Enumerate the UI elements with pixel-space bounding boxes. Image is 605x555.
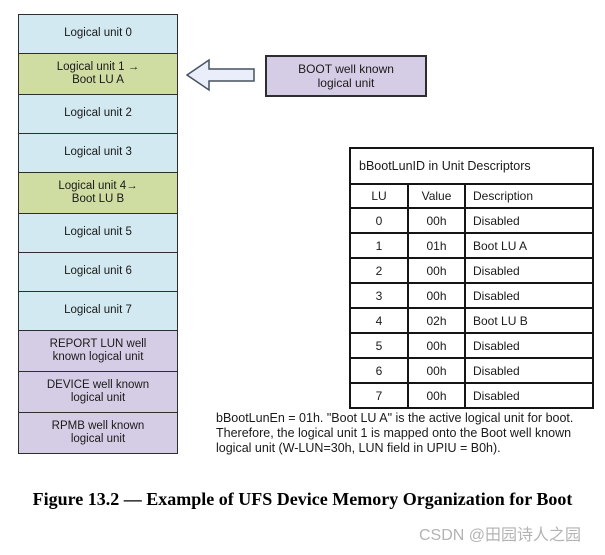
callout-label: BOOT well known xyxy=(298,62,394,76)
lu-box-label: Logical unit 6 xyxy=(64,265,132,278)
cell-value: 00h xyxy=(407,357,466,384)
note-line: logical unit (W-LUN=30h, LUN field in UP… xyxy=(216,441,501,455)
cell-lu: 7 xyxy=(349,382,409,409)
cell-description: Disabled xyxy=(464,207,594,234)
figure-caption: Figure 13.2 — Example of UFS Device Memo… xyxy=(32,489,573,509)
callout-label: logical unit xyxy=(317,76,375,90)
lu-box-label: REPORT LUN well xyxy=(49,337,147,350)
table-row: 6 00h Disabled xyxy=(349,357,594,384)
note-line: Therefore, the logical unit 1 is mapped … xyxy=(216,426,572,440)
lu-box-2: Logical unit 2 xyxy=(18,94,178,134)
lu-box-6: Logical unit 6 xyxy=(18,252,178,292)
header-value: Value xyxy=(407,183,466,209)
cell-value: 02h xyxy=(407,307,466,334)
lu-box-label: RPMB well known xyxy=(51,419,145,432)
table-row: 4 02h Boot LU B xyxy=(349,307,594,334)
table-row: 1 01h Boot LU A xyxy=(349,232,594,259)
lu-box-label: logical unit xyxy=(70,433,126,445)
table-row: 2 00h Disabled xyxy=(349,257,594,284)
cell-description: Disabled xyxy=(464,382,594,409)
cell-lu: 4 xyxy=(349,307,409,334)
cell-description: Boot LU A xyxy=(464,232,594,259)
table-title: bBootLunID in Unit Descriptors xyxy=(349,147,594,185)
cell-value: 00h xyxy=(407,332,466,359)
lu-box-rpmb: RPMB well known logical unit xyxy=(18,412,178,454)
lu-box-1-boot-a: Logical unit 1 → Boot LU A xyxy=(18,53,178,95)
cell-lu: 0 xyxy=(349,207,409,234)
table-row: 0 00h Disabled xyxy=(349,207,594,234)
lu-box-label: Logical unit 2 xyxy=(64,107,132,120)
lu-box-0: Logical unit 0 xyxy=(18,14,178,54)
table-row: 7 00h Disabled xyxy=(349,382,594,409)
bbootlunid-table: bBootLunID in Unit Descriptors LU Value … xyxy=(349,147,594,409)
table-title-row: bBootLunID in Unit Descriptors xyxy=(349,147,594,185)
lu-box-label: Boot LU A xyxy=(72,74,124,86)
lu-box-5: Logical unit 5 xyxy=(18,213,178,253)
lu-box-7: Logical unit 7 xyxy=(18,291,178,331)
cell-value: 00h xyxy=(407,207,466,234)
cell-description: Disabled xyxy=(464,282,594,309)
left-block-arrow-icon xyxy=(185,58,256,92)
lu-box-3: Logical unit 3 xyxy=(18,133,178,173)
cell-value: 00h xyxy=(407,257,466,284)
logical-unit-stack: Logical unit 0 Logical unit 1 → Boot LU … xyxy=(18,14,178,454)
cell-value: 00h xyxy=(407,382,466,409)
csdn-watermark: CSDN @田园诗人之园 xyxy=(418,527,581,544)
lu-box-4-boot-b: Logical unit 4→ Boot LU B xyxy=(18,172,178,214)
lu-box-label: Logical unit 1 → xyxy=(56,60,140,73)
lu-box-label: Logical unit 5 xyxy=(64,226,132,239)
cell-value: 00h xyxy=(407,282,466,309)
lu-box-label: DEVICE well known xyxy=(46,378,150,391)
cell-lu: 3 xyxy=(349,282,409,309)
lu-box-label: logical unit xyxy=(70,392,126,404)
lu-box-report-lun: REPORT LUN well known logical unit xyxy=(18,330,178,372)
lu-box-label: known logical unit xyxy=(52,351,144,363)
lu-box-label: Logical unit 3 xyxy=(64,146,132,159)
cell-lu: 5 xyxy=(349,332,409,359)
cell-description: Boot LU B xyxy=(464,307,594,334)
cell-lu: 1 xyxy=(349,232,409,259)
cell-lu: 6 xyxy=(349,357,409,384)
header-description: Description xyxy=(464,183,594,209)
table-header-row: LU Value Description xyxy=(349,183,594,209)
lu-box-device: DEVICE well known logical unit xyxy=(18,371,178,413)
cell-description: Disabled xyxy=(464,332,594,359)
lu-box-label: Logical unit 0 xyxy=(64,27,132,40)
lu-box-label: Logical unit 4→ xyxy=(58,179,138,192)
lu-box-label: Boot LU B xyxy=(71,193,125,205)
cell-description: Disabled xyxy=(464,357,594,384)
boot-note-text: bBootLunEn = 01h. "Boot LU A" is the act… xyxy=(216,411,573,456)
cell-value: 01h xyxy=(407,232,466,259)
table-row: 3 00h Disabled xyxy=(349,282,594,309)
lu-box-label: Logical unit 7 xyxy=(64,304,132,317)
note-line: bBootLunEn = 01h. "Boot LU A" is the act… xyxy=(216,411,574,425)
table-row: 5 00h Disabled xyxy=(349,332,594,359)
header-lu: LU xyxy=(349,183,409,209)
cell-lu: 2 xyxy=(349,257,409,284)
cell-description: Disabled xyxy=(464,257,594,284)
boot-well-known-callout: BOOT well known logical unit xyxy=(265,55,427,97)
